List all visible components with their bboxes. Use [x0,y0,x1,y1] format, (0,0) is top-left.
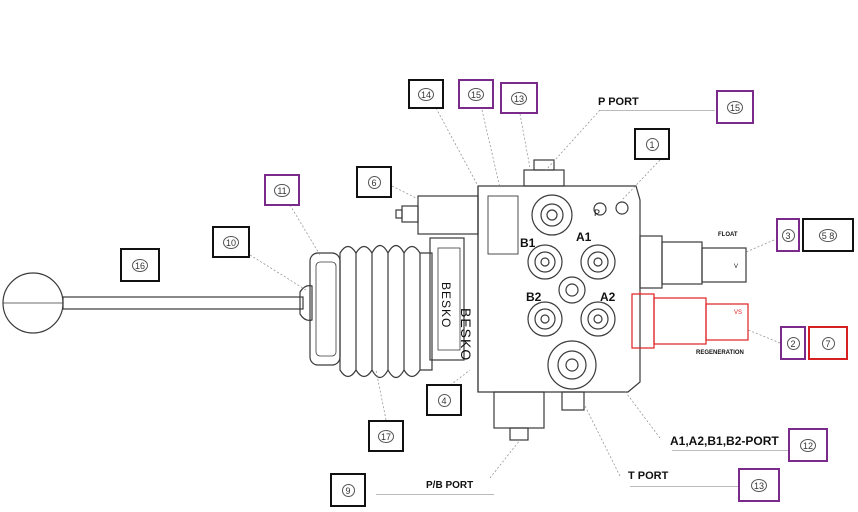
callout-15-right: 15 [716,90,754,124]
work-port-a1 [580,244,616,280]
work-port-b1 [527,244,563,280]
callout-12: 12 [788,428,828,462]
callout-4-number: 4 [437,393,451,407]
callout-4: 4 [426,384,462,416]
callout-14: 14 [408,79,444,109]
callout-17: 17 [368,420,404,452]
pivot-collar [309,252,341,366]
brand-mark-body: BESKO [458,308,474,362]
callout-15-right-number: 15 [726,100,743,114]
callout-16-number: 16 [131,258,148,272]
callout-5-8: 5 8 [802,218,854,252]
callout-2: 2 [780,326,806,360]
work-port-a2 [580,301,616,337]
handle-joint [299,285,313,321]
callout-15-top: 15 [458,79,494,109]
ab-port-label: A1,A2,B1,B2-PORT [670,434,779,448]
float-cartridge [639,235,747,289]
pb-port-fitting [493,391,545,429]
callout-1: 1 [634,128,670,160]
callout-9: 9 [330,473,366,507]
p-port-note [600,110,715,114]
b1-mark: B1 [520,236,536,250]
callout-16: 16 [120,248,160,282]
v-mark: V [734,264,739,270]
brand-mark-housing: BESKO [439,282,453,329]
rubber-boot [339,244,433,379]
callout-15-top-number: 15 [467,87,484,101]
callout-14-number: 14 [417,87,434,101]
center-port [558,276,586,304]
callout-6: 6 [356,166,392,198]
spool-housing [429,237,465,361]
callout-7-number: 7 [821,336,835,350]
callout-13-top: 13 [500,82,538,114]
callout-6-number: 6 [367,175,381,189]
callout-2-number: 2 [786,336,800,350]
leader-lines [249,107,781,479]
pb-port-note [376,494,494,498]
p-mark: P [594,208,601,218]
regeneration-label: REGENERATION [696,350,744,356]
a2-mark: A2 [600,290,616,304]
b2-mark: B2 [526,290,542,304]
t-port-note [630,486,748,490]
vs-mark: VS [734,310,743,316]
callout-13-bottom-number: 13 [750,478,767,492]
upper-fitting [417,195,479,235]
callout-10-number: 10 [222,235,239,249]
float-label: FLOAT [718,232,738,238]
callout-11: 11 [264,174,300,206]
callout-11-number: 11 [274,183,290,197]
callout-1-number: 1 [645,137,659,151]
callout-17-number: 17 [377,429,394,443]
callout-9-number: 9 [341,483,355,497]
p-port-label: P PORT [598,96,639,108]
callout-13-bottom: 13 [738,468,780,502]
callout-3: 3 [776,218,800,252]
callout-10: 10 [212,226,250,258]
handle-rod [62,296,304,310]
p-port-fitting [523,169,565,187]
a1-mark: A1 [576,230,592,244]
callout-7: 7 [808,326,848,360]
callout-5-8-number: 5 8 [818,228,838,242]
regeneration-cartridge [631,292,749,349]
ab-port-note [672,450,790,454]
callout-13-top-number: 13 [510,91,527,105]
pb-port-label: P/B PORT [426,480,474,491]
t-port-label: T PORT [628,470,669,482]
callout-3-number: 3 [781,228,795,242]
callout-12-number: 12 [799,438,816,452]
tank-port [547,340,597,390]
work-port-b2 [527,301,563,337]
